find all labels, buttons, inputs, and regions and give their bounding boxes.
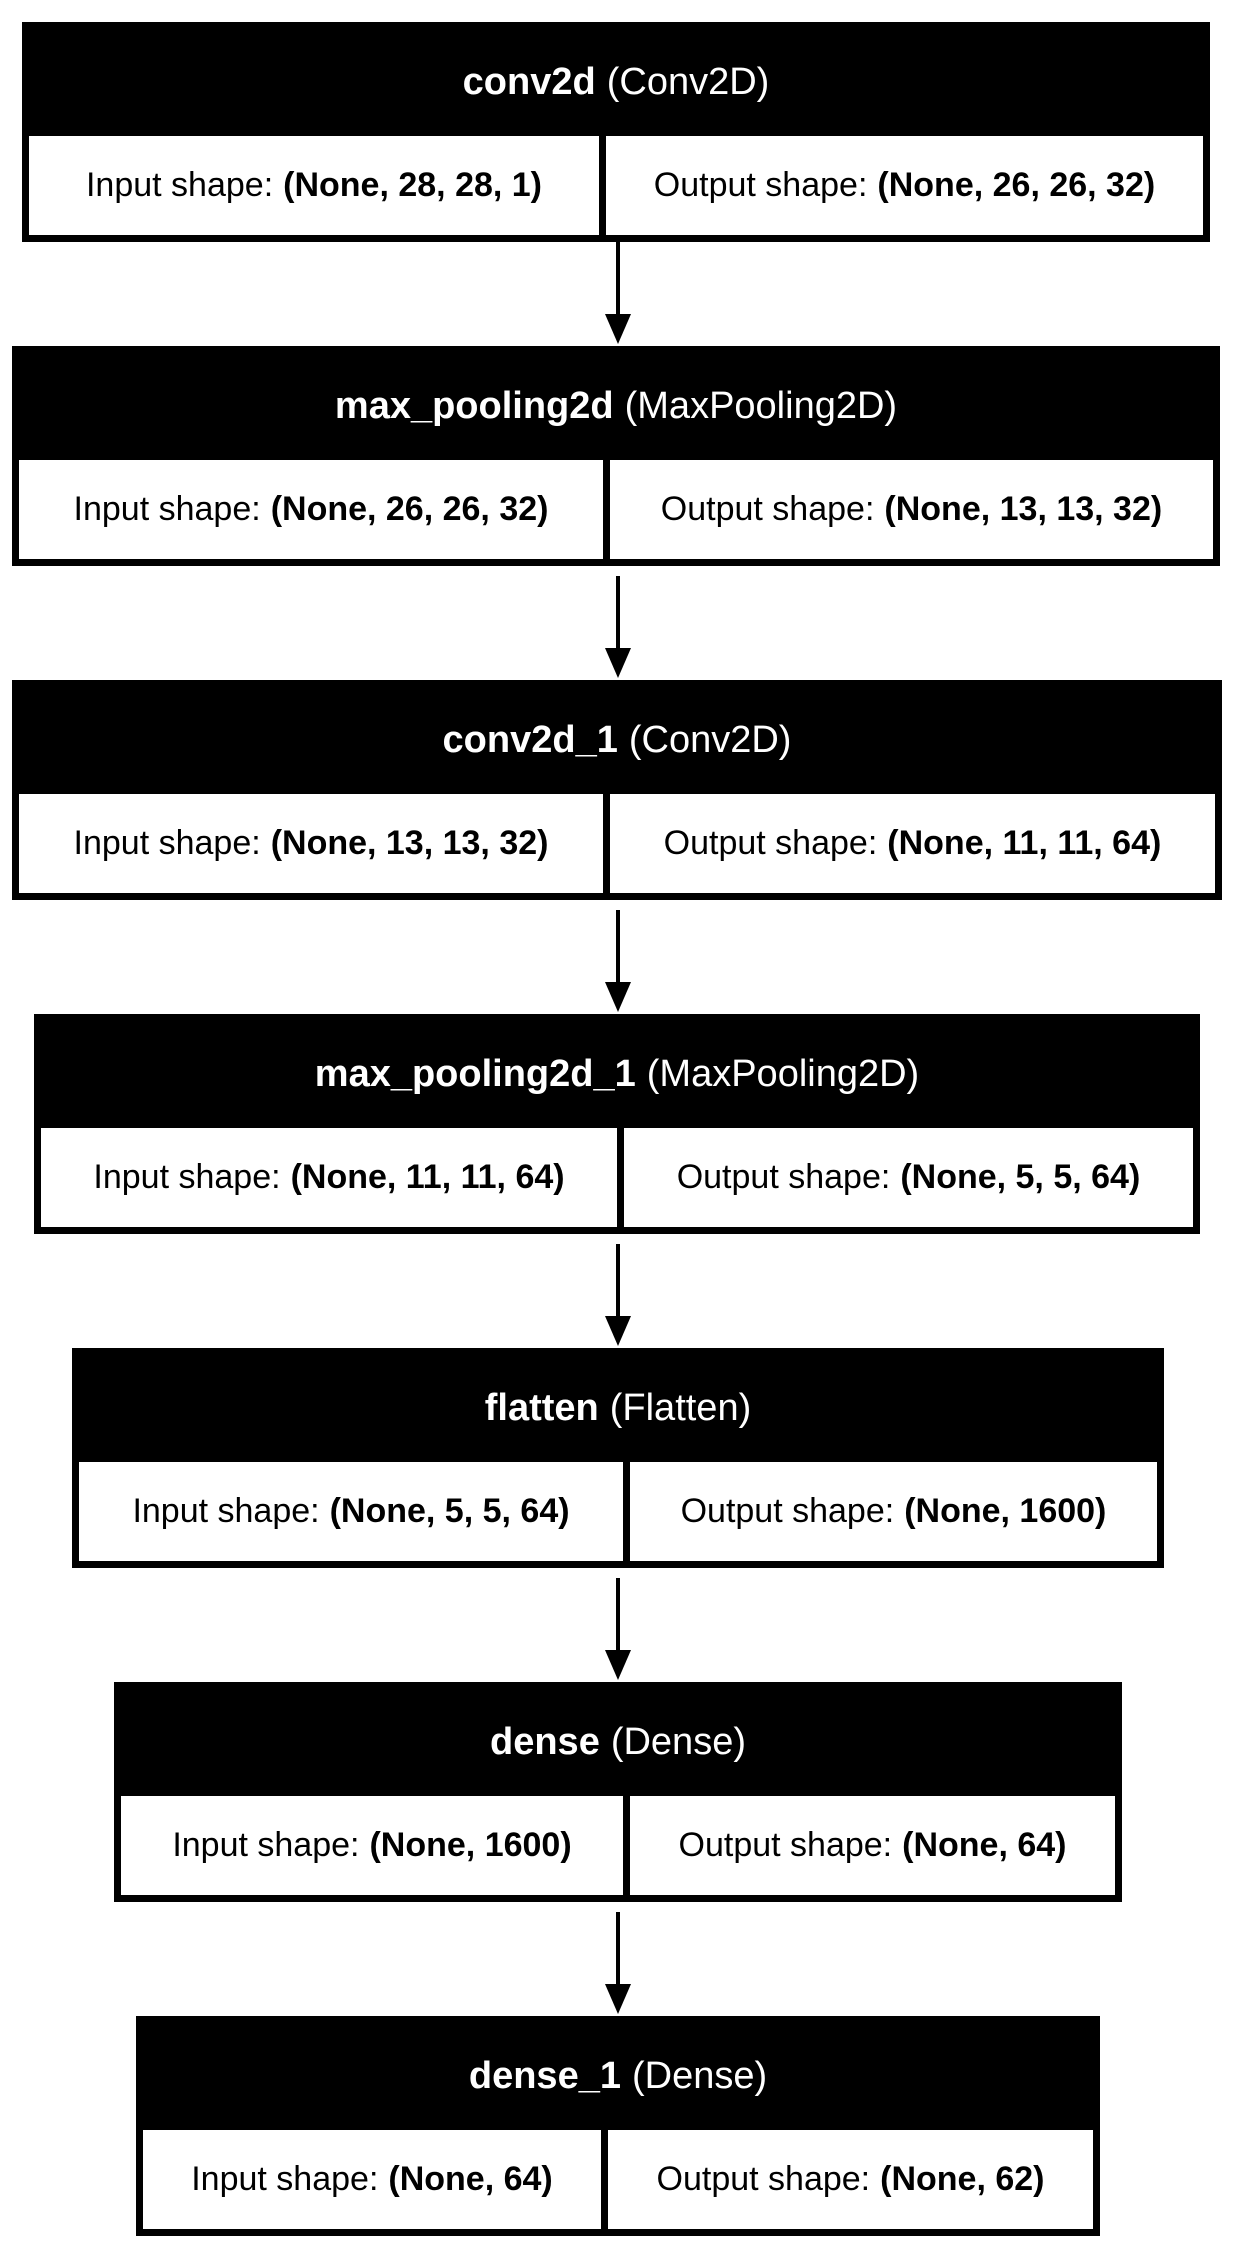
input-shape-cell: Input shape: (None, 11, 11, 64) [41,1128,617,1227]
layer-node-max-pooling2d-1: max_pooling2d_1 (MaxPooling2D) Input sha… [34,1014,1200,1234]
layer-node-dense: dense (Dense) Input shape: (None, 1600) … [114,1682,1122,1902]
layer-type: (MaxPooling2D) [646,1053,920,1095]
layer-name: conv2d [462,61,596,103]
layer-type: (MaxPooling2D) [624,385,898,427]
layer-type: (Conv2D) [606,61,770,103]
layer-type: (Flatten) [609,1387,752,1429]
layer-header: conv2d (Conv2D) [29,29,1203,136]
layer-header: max_pooling2d (MaxPooling2D) [19,353,1213,460]
input-shape-value: (None, 5, 5, 64) [329,1492,570,1530]
input-shape-cell: Input shape: (None, 28, 28, 1) [29,136,599,235]
input-shape-label: Input shape: [85,166,274,204]
output-shape-value: (None, 5, 5, 64) [900,1158,1141,1196]
output-shape-cell: Output shape: (None, 13, 13, 32) [610,460,1213,559]
layer-name: max_pooling2d [334,385,614,427]
output-shape-cell: Output shape: (None, 26, 26, 32) [606,136,1203,235]
arrow-conv2d-1-to-max-pooling2d-1 [605,910,631,1012]
input-shape-value: (None, 26, 26, 32) [270,490,549,528]
output-shape-label: Output shape: [663,824,878,862]
input-shape-cell: Input shape: (None, 5, 5, 64) [79,1462,623,1561]
output-shape-label: Output shape: [653,166,868,204]
input-shape-value: (None, 64) [388,2160,553,2198]
layer-shapes: Input shape: (None, 5, 5, 64) Output sha… [79,1462,1157,1561]
layer-name: dense [490,1721,600,1763]
output-shape-cell: Output shape: (None, 1600) [630,1462,1157,1561]
output-shape-value: (None, 64) [902,1826,1067,1864]
layer-name: conv2d_1 [442,719,618,761]
arrow-conv2d-to-max-pooling2d [605,242,631,344]
layer-name: max_pooling2d_1 [314,1053,636,1095]
output-shape-cell: Output shape: (None, 64) [630,1796,1115,1895]
output-shape-value: (None, 26, 26, 32) [877,166,1156,204]
input-shape-label: Input shape: [93,1158,281,1196]
arrow-max-pooling2d-1-to-flatten [605,1244,631,1346]
layer-type: (Dense) [610,1721,746,1763]
layer-type: (Dense) [631,2055,768,2097]
layer-shapes: Input shape: (None, 26, 26, 32) Output s… [19,460,1213,559]
output-shape-label: Output shape: [660,490,875,528]
layer-header: flatten (Flatten) [79,1355,1157,1462]
output-shape-cell: Output shape: (None, 62) [608,2130,1093,2229]
output-shape-label: Output shape: [676,1158,891,1196]
input-shape-label: Input shape: [73,824,261,862]
layer-node-max-pooling2d: max_pooling2d (MaxPooling2D) Input shape… [12,346,1220,566]
output-shape-value: (None, 1600) [904,1492,1107,1530]
output-shape-value: (None, 62) [880,2160,1045,2198]
layer-header: dense_1 (Dense) [143,2023,1093,2130]
input-shape-value: (None, 28, 28, 1) [283,166,543,204]
input-shape-value: (None, 13, 13, 32) [270,824,549,862]
output-shape-label: Output shape: [678,1826,893,1864]
layer-header: conv2d_1 (Conv2D) [19,687,1215,794]
layer-node-flatten: flatten (Flatten) Input shape: (None, 5,… [72,1348,1164,1568]
input-shape-cell: Input shape: (None, 64) [143,2130,601,2229]
input-shape-cell: Input shape: (None, 26, 26, 32) [19,460,603,559]
output-shape-value: (None, 11, 11, 64) [887,824,1162,862]
layer-shapes: Input shape: (None, 28, 28, 1) Output sh… [29,136,1203,235]
layer-header: max_pooling2d_1 (MaxPooling2D) [41,1021,1193,1128]
input-shape-value: (None, 1600) [369,1826,572,1864]
layer-shapes: Input shape: (None, 64) Output shape: (N… [143,2130,1093,2229]
arrow-dense-to-dense-1 [605,1912,631,2014]
input-shape-label: Input shape: [132,1492,320,1530]
layer-type: (Conv2D) [628,719,792,761]
input-shape-cell: Input shape: (None, 1600) [121,1796,623,1895]
layer-header: dense (Dense) [121,1689,1115,1796]
layer-name: flatten [484,1387,599,1429]
layer-node-dense-1: dense_1 (Dense) Input shape: (None, 64) … [136,2016,1100,2236]
output-shape-label: Output shape: [680,1492,895,1530]
layer-node-conv2d-1: conv2d_1 (Conv2D) Input shape: (None, 13… [12,680,1222,900]
arrow-max-pooling2d-to-conv2d-1 [605,576,631,678]
input-shape-label: Input shape: [191,2160,379,2198]
output-shape-cell: Output shape: (None, 5, 5, 64) [624,1128,1193,1227]
layer-shapes: Input shape: (None, 11, 11, 64) Output s… [41,1128,1193,1227]
arrow-flatten-to-dense [605,1578,631,1680]
layer-shapes: Input shape: (None, 13, 13, 32) Output s… [19,794,1215,893]
output-shape-cell: Output shape: (None, 11, 11, 64) [610,794,1215,893]
output-shape-label: Output shape: [656,2160,871,2198]
layer-shapes: Input shape: (None, 1600) Output shape: … [121,1796,1115,1895]
input-shape-label: Input shape: [73,490,261,528]
input-shape-value: (None, 11, 11, 64) [290,1158,565,1196]
input-shape-cell: Input shape: (None, 13, 13, 32) [19,794,603,893]
layer-name: dense_1 [468,2055,621,2097]
layer-node-conv2d: conv2d (Conv2D) Input shape: (None, 28, … [22,22,1210,242]
input-shape-label: Input shape: [172,1826,360,1864]
output-shape-value: (None, 13, 13, 32) [884,490,1163,528]
